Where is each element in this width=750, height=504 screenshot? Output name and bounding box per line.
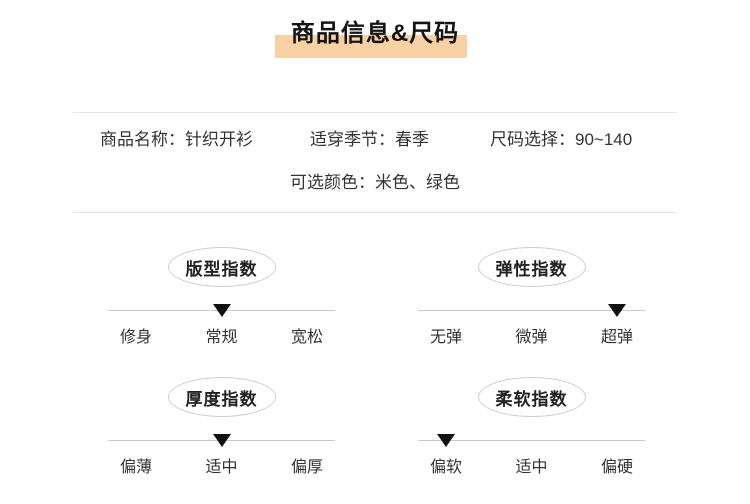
softness-marker-triangle-icon [437,434,455,447]
scale-option: 常规 [205,329,238,346]
thickness-index-title: 厚度指数 [167,377,276,417]
softness-index-section: 柔软指数 偏软 适中 偏硬 [418,377,645,483]
divider-top [73,112,677,113]
fit-index-title: 版型指数 [167,247,276,287]
scale-option: 偏薄 [119,459,152,476]
softness-scale-labels: 偏软 适中 偏硬 [418,457,645,479]
season-field: 适穿季节：春季 [310,130,429,150]
header: 商品信息&尺码 [0,16,750,58]
size-label: 尺码选择： [490,130,575,149]
thickness-scale-labels: 偏薄 适中 偏厚 [108,457,335,479]
product-name-value: 针织开衫 [185,130,253,149]
scale-option: 微弹 [515,329,548,346]
elasticity-scale-line [418,310,645,311]
product-name-label: 商品名称： [100,130,185,149]
elasticity-scale-labels: 无弹 微弹 超弹 [418,327,645,349]
season-label: 适穿季节： [310,130,395,149]
page-title: 商品信息&尺码 [290,20,460,47]
thickness-marker-triangle-icon [212,434,231,447]
thickness-index-section: 厚度指数 偏薄 适中 偏厚 [108,377,335,483]
scale-option: 修身 [119,329,152,346]
elasticity-marker-triangle-icon [608,304,626,317]
page-title-wrap: 商品信息&尺码 [274,16,468,58]
size-value: 90~140 [575,130,633,149]
scale-option: 适中 [205,459,238,476]
scale-option: 适中 [515,459,548,476]
size-field: 尺码选择：90~140 [490,130,632,150]
fit-index-section: 版型指数 修身 常规 宽松 [108,247,335,353]
softness-index-title: 柔软指数 [477,377,586,417]
scale-option: 宽松 [290,329,323,346]
scale-option: 超弹 [600,329,633,346]
scale-option: 偏厚 [290,459,323,476]
colors-value: 米色、绿色 [375,173,460,192]
scale-option: 偏硬 [600,459,633,476]
colors-field: 可选颜色：米色、绿色 [0,173,750,193]
scale-option: 偏软 [429,459,462,476]
softness-scale-line [418,440,645,441]
fit-scale-labels: 修身 常规 宽松 [108,327,335,349]
product-name-field: 商品名称：针织开衫 [100,130,253,150]
elasticity-index-title: 弹性指数 [477,247,586,287]
divider-bottom [73,212,677,213]
season-value: 春季 [395,130,429,149]
elasticity-index-section: 弹性指数 无弹 微弹 超弹 [418,247,645,353]
colors-label: 可选颜色： [290,173,375,192]
fit-marker-triangle-icon [212,304,231,317]
scale-option: 无弹 [429,329,462,346]
title-highlight-band [274,35,468,58]
